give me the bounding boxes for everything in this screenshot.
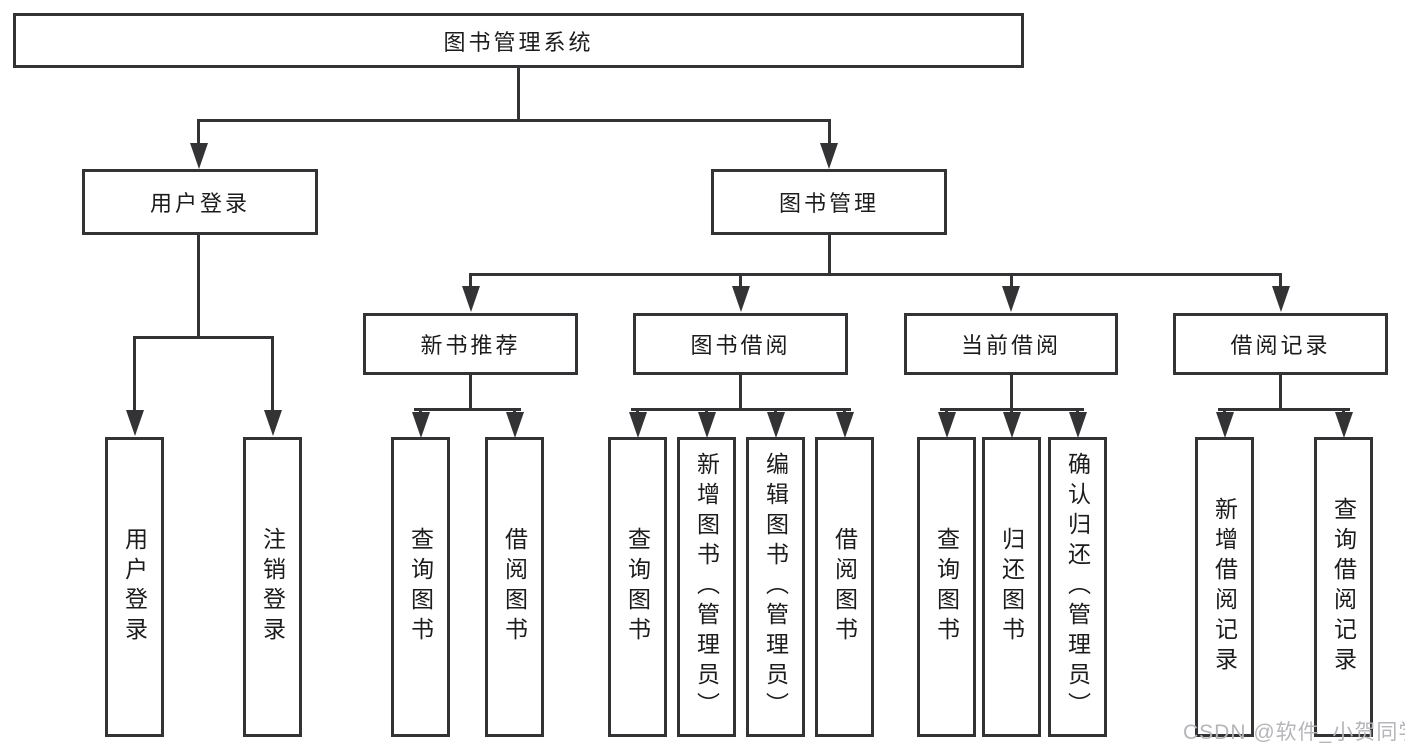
leaf-query-book-1: 查询图书 bbox=[391, 437, 450, 737]
node-user-login: 用户登录 bbox=[82, 169, 318, 235]
leaf-borrow-book-2: 借阅图书 bbox=[815, 437, 874, 737]
connector-login-stem bbox=[197, 235, 200, 339]
node-book-borrow: 图书借阅 bbox=[633, 313, 848, 375]
csdn-watermark: CSDN @软件_小贺同学 bbox=[1183, 721, 1405, 744]
leaf-edit-book-admin: 编辑图书（管理员） bbox=[746, 437, 805, 737]
arrow-down-icon bbox=[938, 412, 956, 438]
arrow-down-icon bbox=[698, 412, 716, 438]
leaf-borrow-book-1: 借阅图书 bbox=[485, 437, 544, 737]
connector-to-leaf-user-login bbox=[133, 339, 136, 412]
arrow-down-icon bbox=[820, 143, 838, 169]
leaf-query-borrow-record: 查询借阅记录 bbox=[1314, 437, 1373, 737]
connector-newbook-stem bbox=[469, 375, 472, 408]
arrow-down-icon bbox=[1003, 412, 1021, 438]
connector-to-leaf-logout bbox=[271, 339, 274, 412]
node-borrow-record: 借阅记录 bbox=[1173, 313, 1388, 375]
leaf-add-book-admin: 新增图书（管理员） bbox=[677, 437, 736, 737]
leaf-query-book-2: 查询图书 bbox=[608, 437, 667, 737]
connector-level3-bar bbox=[469, 273, 1282, 276]
connector-to-new-book bbox=[469, 276, 472, 288]
connector-to-book-borrow bbox=[739, 276, 742, 288]
arrow-down-icon bbox=[462, 286, 480, 312]
node-book-management: 图书管理 bbox=[711, 169, 947, 235]
arrow-down-icon bbox=[1002, 286, 1020, 312]
connector-current-stem bbox=[1010, 375, 1013, 408]
arrow-down-icon bbox=[1335, 412, 1353, 438]
arrow-down-icon bbox=[126, 410, 144, 436]
connector-current-bar bbox=[940, 408, 1084, 411]
connector-to-current-borrow bbox=[1010, 276, 1013, 288]
arrow-down-icon bbox=[1069, 412, 1087, 438]
node-current-borrow: 当前借阅 bbox=[904, 313, 1118, 375]
arrow-down-icon bbox=[264, 410, 282, 436]
leaf-query-book-3: 查询图书 bbox=[917, 437, 976, 737]
arrow-down-icon bbox=[629, 412, 647, 438]
connector-record-stem bbox=[1279, 375, 1282, 408]
arrow-down-icon bbox=[767, 412, 785, 438]
connector-level2-bar bbox=[197, 119, 831, 122]
leaf-return-book: 归还图书 bbox=[982, 437, 1041, 737]
arrow-down-icon bbox=[506, 412, 524, 438]
connector-root-stem bbox=[517, 68, 520, 122]
connector-borrow-bar bbox=[631, 408, 851, 411]
connector-to-borrow-record bbox=[1279, 276, 1282, 288]
node-new-book-recommend: 新书推荐 bbox=[363, 313, 578, 375]
arrow-down-icon bbox=[732, 286, 750, 312]
connector-newbook-bar bbox=[414, 408, 521, 411]
connector-record-bar bbox=[1218, 408, 1350, 411]
connector-borrow-stem bbox=[739, 375, 742, 408]
connector-login-bar bbox=[133, 336, 274, 339]
node-library-system: 图书管理系统 bbox=[13, 13, 1024, 68]
leaf-user-login: 用户登录 bbox=[105, 437, 164, 737]
leaf-confirm-return-admin: 确认归还（管理员） bbox=[1048, 437, 1107, 737]
arrow-down-icon bbox=[1272, 286, 1290, 312]
arrow-down-icon bbox=[190, 143, 208, 169]
leaf-logout: 注销登录 bbox=[243, 437, 302, 737]
connector-to-book-management bbox=[828, 122, 831, 145]
arrow-down-icon bbox=[1216, 412, 1234, 438]
connector-mgmt-stem bbox=[828, 235, 831, 276]
arrow-down-icon bbox=[836, 412, 854, 438]
connector-to-user-login bbox=[197, 122, 200, 145]
arrow-down-icon bbox=[412, 412, 430, 438]
leaf-add-borrow-record: 新增借阅记录 bbox=[1195, 437, 1254, 737]
